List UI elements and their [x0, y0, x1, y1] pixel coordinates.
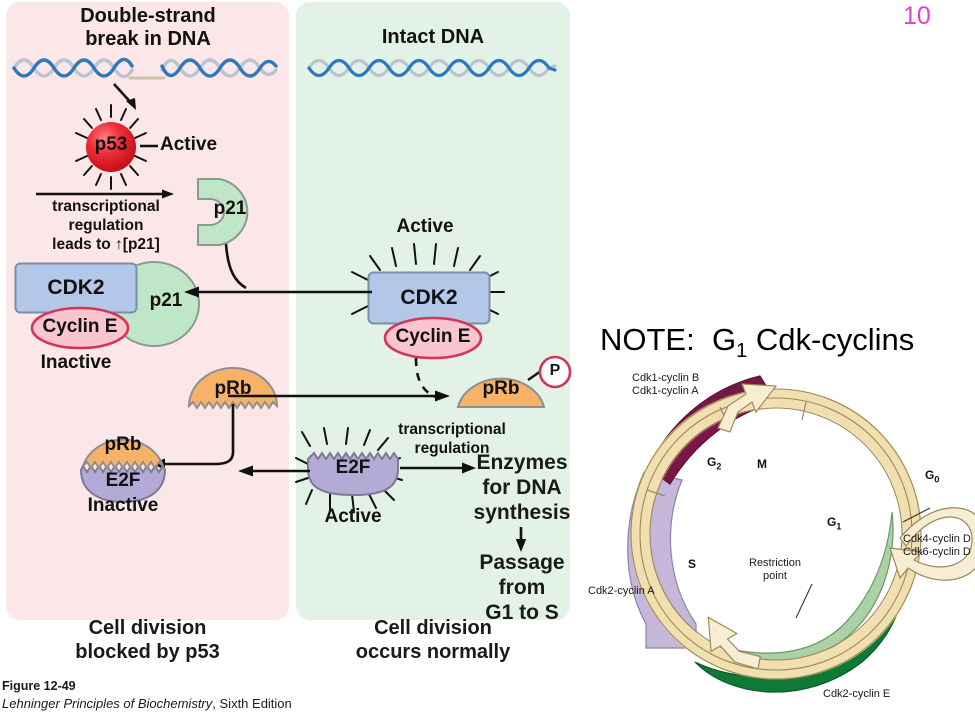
right-transcription-line1: transcriptional: [398, 421, 506, 438]
right-caption: Cell division occurs normally: [296, 616, 570, 664]
p53-state-label: Active: [160, 134, 218, 155]
right-panel-title: Intact DNA: [381, 26, 485, 48]
arrow-enzymes-to-passage: [515, 527, 527, 552]
cdk4-leader-line: [902, 507, 931, 523]
e2f-bound-label: E2F: [105, 470, 141, 491]
passage-line3: G1 to S: [485, 601, 559, 624]
note-subject-sub: 1: [736, 340, 748, 363]
e2f-active-label: E2F: [335, 457, 371, 478]
left-panel-title-line1: Double-strand: [80, 5, 216, 27]
figure-source-edition: , Sixth Edition: [212, 696, 292, 711]
left-transcription-text: transcriptional regulation leads to ↑[p2…: [32, 197, 180, 254]
m-phase-arrow: [717, 383, 778, 433]
prb-phospho-label: pRb: [482, 378, 520, 399]
p21-free-label: p21: [213, 198, 247, 219]
label-cdk2-cyclin-a: Cdk2-cyclin A: [588, 585, 655, 597]
p53-node: [86, 122, 136, 172]
e2f-active-shape: [307, 451, 399, 497]
prb-bound-label: pRb: [104, 434, 142, 455]
label-cdk6-cyclin-d: Cdk6-cyclin D: [903, 546, 971, 558]
restriction-point-arrow: [707, 616, 761, 670]
note-subject-rest: Cdk-cyclins: [747, 322, 915, 357]
cdk1-leader-line: [717, 383, 739, 399]
right-transcription-text: transcriptional regulation: [372, 420, 532, 458]
enzymes-line1: Enzymes: [476, 451, 568, 474]
figure-number: Figure 12-49: [2, 679, 76, 693]
right-transcription-line2: regulation: [414, 440, 490, 457]
note-heading: NOTE: G1 Cdk-cyclins: [600, 322, 914, 363]
left-panel-title: Double-strand break in DNA: [12, 5, 284, 51]
figure-source: Lehninger Principles of Biochemistry, Si…: [2, 696, 292, 711]
note-subject-main: G: [711, 322, 737, 357]
note-prefix: NOTE:: [600, 322, 695, 357]
right-caption-line2: occurs normally: [355, 641, 511, 663]
arrow-e2f-to-enzymes: [400, 462, 476, 474]
label-cdk2-cyclin-e: Cdk2-cyclin E: [823, 688, 891, 700]
p53-activity-burst-icon: [75, 104, 147, 190]
left-transcription-line1: transcriptional: [52, 198, 160, 215]
e2f-state-inactive: Inactive: [87, 495, 159, 516]
phase-label-m: M: [757, 457, 767, 471]
broken-dna-icon: [12, 57, 278, 80]
label-cdk1-cyclin-b: Cdk1-cyclin B: [632, 372, 700, 384]
restriction-point-line1: Restriction: [749, 557, 801, 569]
p21-bound-label: p21: [149, 290, 183, 311]
cell-cycle-diagram: [627, 375, 975, 693]
page-number: 10: [903, 2, 931, 30]
left-caption-line1: Cell division: [88, 617, 207, 639]
arrow-prb-to-phospho-prb: [228, 390, 450, 402]
enzymes-line2: for DNA: [482, 476, 562, 499]
enzymes-line3: synthesis: [473, 501, 571, 524]
prb-phosphorylated-shape: [456, 377, 546, 408]
left-caption: Cell division blocked by p53: [6, 616, 289, 664]
left-caption-line2: blocked by p53: [75, 641, 220, 663]
cell-cycle-ring: [630, 388, 922, 680]
cyclin-e-ellipse-active: [383, 316, 483, 360]
p21-free-shape: [197, 178, 249, 246]
phase-label-s: S: [688, 557, 697, 571]
cyclin-e-label-inactive: Cyclin E: [42, 316, 118, 337]
prb-free-label: pRb: [214, 378, 252, 399]
left-transcription-line3: leads to ↑[p21]: [52, 236, 160, 253]
cdk2-label-active: CDK2: [400, 286, 458, 309]
enzymes-text: Enzymes for DNA synthesis: [470, 450, 574, 525]
phase-label-g1: G1: [827, 515, 842, 532]
phase-label-g0: G0: [925, 468, 940, 485]
phosphate-circle-icon: [538, 355, 572, 389]
g0-loop-arrow: [889, 507, 975, 581]
cyclin-e-ellipse-inactive: [30, 306, 130, 350]
label-cdk1-cyclin-a: Cdk1-cyclin A: [632, 385, 699, 397]
passage-line2: from: [498, 576, 546, 599]
left-panel-title-line2: break in DNA: [85, 28, 211, 50]
restriction-leader-line: [795, 583, 813, 619]
arrow-transcriptional-regulation-left: [36, 189, 174, 199]
passage-text: Passage from G1 to S: [470, 550, 574, 625]
figure-source-title: Lehninger Principles of Biochemistry: [2, 696, 213, 711]
arrow-e2f-to-inactive: [238, 465, 310, 477]
intact-dna-icon: [307, 58, 557, 78]
phosphate-label: P: [549, 362, 561, 379]
cdk-state-active: Active: [396, 216, 454, 237]
passage-line1: Passage: [479, 551, 565, 574]
phase-label-g2: G2: [707, 455, 722, 472]
restriction-point-line2: point: [763, 570, 787, 582]
arrow-dna-to-p53: [113, 83, 136, 110]
arrow-p21-to-complex: [224, 243, 247, 290]
e2f-bound-shape: [79, 438, 167, 504]
arrow-cdk2-to-inactive-complex: [184, 286, 372, 298]
cdk2-label-inactive: CDK2: [47, 276, 105, 299]
p53-label: p53: [94, 134, 128, 155]
p53-active-connector: [140, 144, 158, 148]
cyclin-e-label-active: Cyclin E: [395, 326, 471, 347]
label-restriction-point: Restriction point: [749, 557, 801, 583]
left-transcription-line2: regulation: [68, 217, 144, 234]
label-cdk4-cyclin-d: Cdk4-cyclin D: [903, 533, 971, 545]
right-caption-line1: Cell division: [374, 617, 492, 639]
cdk-state-inactive: Inactive: [40, 352, 112, 373]
e2f-state-active: Active: [324, 506, 382, 527]
